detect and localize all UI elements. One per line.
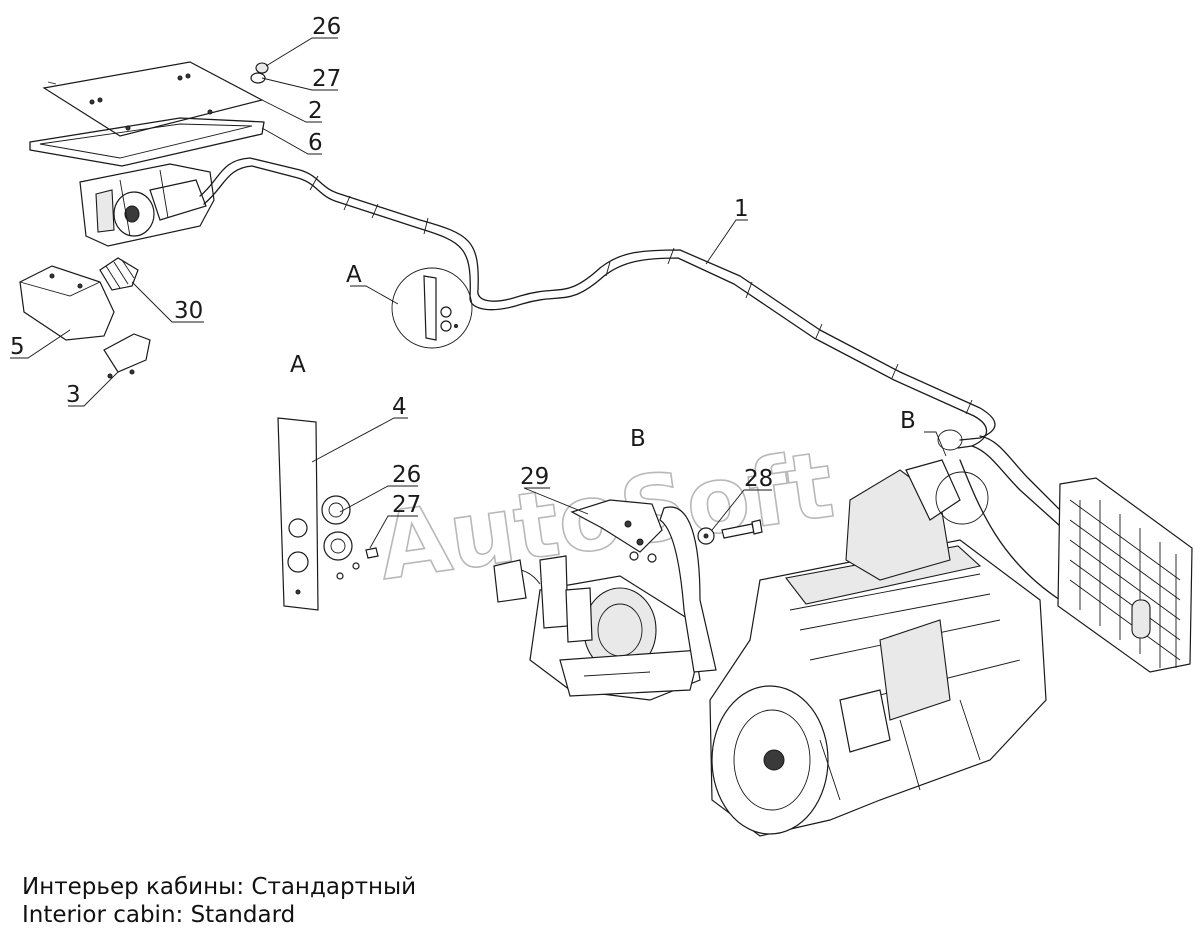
callout-26-top: 26 [312, 14, 341, 40]
hose-30 [99, 257, 139, 291]
bracket-28 [659, 506, 717, 673]
caption-russian: Интерьер кабины: Стандартный [22, 874, 417, 900]
cover-plate [42, 61, 264, 137]
condenser [1057, 477, 1193, 673]
callout-27-view: 27 [392, 492, 421, 518]
callout-3: 3 [66, 382, 81, 408]
washer-27-top [250, 72, 266, 84]
callout-29: 29 [520, 464, 549, 490]
view-a-small-label: A [346, 262, 362, 288]
refrigerant-lines [199, 157, 1071, 601]
flange-plate-4 [277, 417, 319, 611]
view-b-detail-circle [935, 471, 989, 525]
callout-6: 6 [308, 130, 323, 156]
callout-28: 28 [744, 466, 773, 492]
view-b-engine-label: B [630, 426, 646, 452]
callout-30: 30 [174, 298, 203, 324]
bolt-washer [629, 519, 763, 563]
callout-26-view: 26 [392, 462, 421, 488]
callout-1: 1 [734, 196, 749, 222]
nut-26-top [255, 62, 269, 74]
heater-unit [79, 163, 215, 247]
callout-27-top: 27 [312, 66, 341, 92]
grommet-27 [323, 531, 353, 561]
caption-english: Interior cabin: Standard [22, 902, 296, 928]
leader-lines [10, 37, 947, 549]
callout-4: 4 [392, 394, 407, 420]
view-b-condenser-label: B [900, 408, 916, 434]
gasket [29, 117, 265, 167]
screw-nut [336, 547, 379, 580]
callout-5: 5 [10, 334, 25, 360]
callout-labels: 26 27 2 6 1 30 5 3 4 26 27 29 28 A A B B [10, 14, 916, 518]
callout-2: 2 [308, 98, 323, 124]
compressor [493, 555, 701, 701]
engine [709, 429, 1047, 837]
view-a-large-label: A [290, 352, 306, 378]
duct-5 [19, 265, 115, 341]
plate-29 [570, 499, 663, 553]
cover-3 [103, 333, 151, 379]
view-a-detail-circle [391, 267, 473, 349]
grommet-26 [321, 495, 351, 525]
